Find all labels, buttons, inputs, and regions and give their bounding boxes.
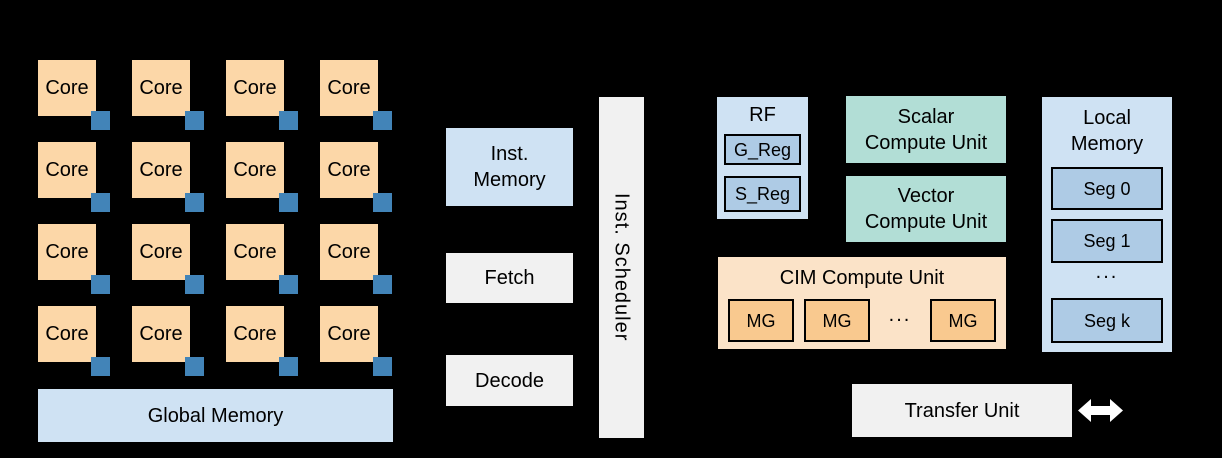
- router-node-icon: [91, 275, 110, 294]
- g-reg-block: G_Reg: [724, 134, 801, 165]
- core-label: Core: [45, 158, 89, 181]
- core-block: Core: [132, 224, 204, 294]
- core-block: Core: [320, 142, 392, 212]
- core-block: Core: [226, 142, 298, 212]
- core-label: Core: [139, 322, 183, 345]
- mg-block: MG: [930, 299, 996, 342]
- core-block: Core: [132, 306, 204, 376]
- register-file-title: RF: [749, 104, 776, 126]
- mg-block: MG: [728, 299, 794, 342]
- router-node-icon: [279, 193, 298, 212]
- core-label: Core: [139, 76, 183, 99]
- router-node-icon: [185, 111, 204, 130]
- router-node-icon: [373, 193, 392, 212]
- seg-block: Seg 1: [1051, 219, 1163, 263]
- register-file-block: RF G_Reg S_Reg: [717, 97, 808, 219]
- core-label: Core: [139, 158, 183, 181]
- router-node-icon: [279, 357, 298, 376]
- router-node-icon: [91, 357, 110, 376]
- global-memory-block: Global Memory: [38, 389, 393, 442]
- s-reg-block: S_Reg: [724, 176, 801, 212]
- local-memory-block: Local Memory Seg 0 Seg 1 ... Seg k: [1042, 97, 1172, 352]
- core-block: Core: [132, 60, 204, 130]
- core-label: Core: [45, 322, 89, 345]
- core-block: Core: [226, 306, 298, 376]
- bidirectional-arrow-icon: [1078, 399, 1123, 422]
- fetch-block: Fetch: [446, 253, 573, 303]
- router-node-icon: [185, 193, 204, 212]
- router-node-icon: [373, 275, 392, 294]
- router-node-icon: [373, 357, 392, 376]
- seg-block: Seg 0: [1051, 167, 1163, 210]
- cim-compute-unit-title: CIM Compute Unit: [779, 267, 945, 289]
- mg-ellipsis: ...: [888, 303, 912, 326]
- mg-block: MG: [804, 299, 870, 342]
- core-block: Core: [132, 142, 204, 212]
- core-block: Core: [226, 60, 298, 130]
- router-node-icon: [185, 357, 204, 376]
- inst-scheduler-bar: Inst. Scheduler: [599, 97, 644, 438]
- core-block: Core: [38, 306, 110, 376]
- core-block: Core: [320, 60, 392, 130]
- core-block: Core: [320, 224, 392, 294]
- core-block: Core: [38, 224, 110, 294]
- core-label: Core: [327, 322, 371, 345]
- core-label: Core: [45, 240, 89, 263]
- core-label: Core: [327, 76, 371, 99]
- scalar-compute-unit-block: Scalar Compute Unit: [846, 96, 1006, 163]
- core-label: Core: [45, 76, 89, 99]
- core-label: Core: [327, 158, 371, 181]
- decode-block: Decode: [446, 355, 573, 406]
- core-label: Core: [327, 240, 371, 263]
- cim-compute-unit-block: CIM Compute Unit MG MG ... MG: [716, 255, 1008, 351]
- core-label: Core: [139, 240, 183, 263]
- transfer-unit-block: Transfer Unit: [852, 384, 1072, 437]
- core-block: Core: [320, 306, 392, 376]
- inst-memory-block: Inst. Memory: [446, 128, 573, 206]
- core-block: Core: [226, 224, 298, 294]
- router-node-icon: [373, 111, 392, 130]
- router-node-icon: [279, 111, 298, 130]
- seg-block: Seg k: [1051, 298, 1163, 343]
- core-label: Core: [233, 322, 277, 345]
- router-node-icon: [185, 275, 204, 294]
- core-label: Core: [233, 240, 277, 263]
- seg-ellipsis: ...: [1095, 261, 1119, 283]
- router-node-icon: [279, 275, 298, 294]
- core-array: Core Core Core Core Core Core Core Core …: [38, 60, 392, 376]
- core-block: Core: [38, 60, 110, 130]
- router-node-icon: [91, 111, 110, 130]
- core-label: Core: [233, 158, 277, 181]
- router-node-icon: [91, 193, 110, 212]
- vector-compute-unit-block: Vector Compute Unit: [846, 176, 1006, 242]
- core-label: Core: [233, 76, 277, 99]
- core-block: Core: [38, 142, 110, 212]
- local-memory-title: Local Memory: [1070, 107, 1144, 155]
